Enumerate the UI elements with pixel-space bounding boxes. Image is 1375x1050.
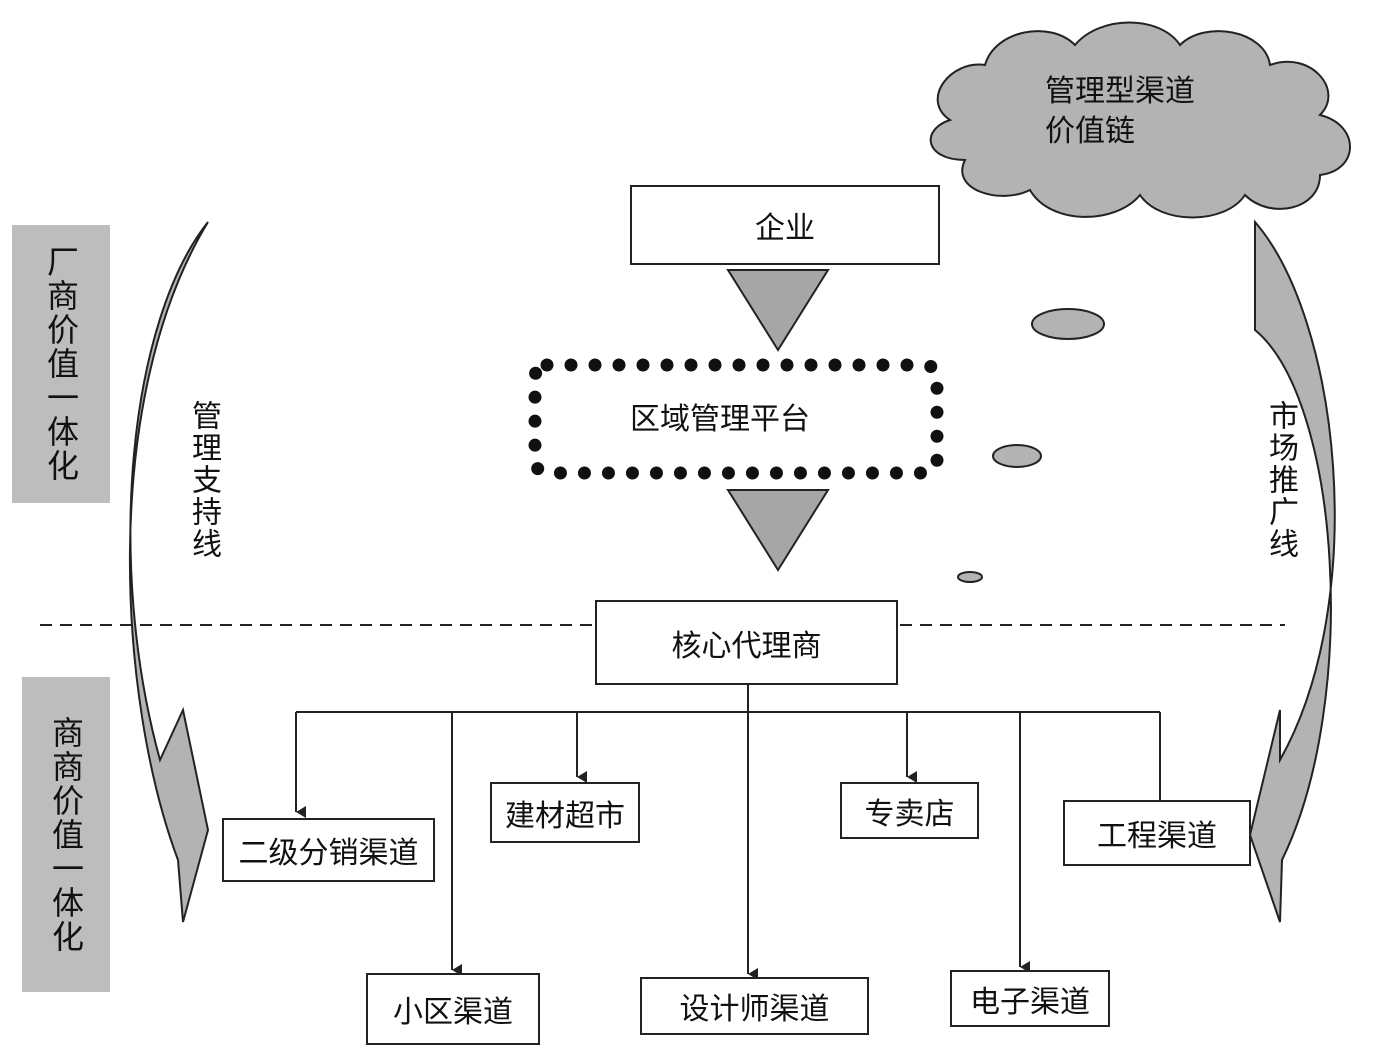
channel-secondary-box: 二级分销渠道: [222, 818, 435, 882]
market-promotion-label: 市场推广线: [1263, 400, 1298, 560]
distribution-lines: [295, 685, 1161, 980]
cloud-label: 管理型渠道 价值链: [1045, 72, 1195, 152]
left-curved-arrow: [128, 221, 210, 923]
enterprise-box: 企业: [630, 185, 940, 265]
channel-engineering-box: 工程渠道: [1063, 800, 1251, 866]
core-agent-box: 核心代理商: [595, 600, 898, 685]
triangle-top: [726, 269, 830, 352]
channel-engineering-label: 工程渠道: [1097, 819, 1217, 854]
channel-community-box: 小区渠道: [366, 973, 540, 1045]
channel-designer-box: 设计师渠道: [640, 977, 869, 1035]
channel-building-market-box: 建材超市: [490, 782, 640, 843]
bubble-large: [1031, 308, 1105, 340]
channel-specialty-store-label: 专卖店: [864, 796, 955, 832]
management-support-label: 管理支持线: [186, 400, 221, 560]
triangle-bottom: [726, 489, 830, 572]
channel-community-label: 小区渠道: [393, 995, 513, 1030]
cloud-label-line-2: 价值链: [1045, 114, 1135, 149]
enterprise-label: 企业: [755, 211, 815, 246]
channel-specialty-store-box: 专卖店: [840, 782, 979, 839]
bubble-medium: [992, 444, 1042, 468]
channel-designer-label: 设计师渠道: [679, 992, 830, 1027]
sidebar-manufacturer-text: 厂商价值一体化: [42, 245, 80, 483]
sidebar-manufacturer-integration: 厂商价值一体化: [12, 225, 110, 503]
right-curved-arrow: [1248, 219, 1336, 923]
channel-building-market-label: 建材超市: [505, 798, 625, 834]
cloud-label-line-1: 管理型渠道: [1045, 74, 1195, 109]
channel-secondary-label: 二级分销渠道: [238, 836, 419, 871]
cloud-shape: [929, 21, 1351, 219]
sidebar-dealer-text: 商商价值一体化: [47, 715, 85, 954]
platform-label: 区域管理平台: [630, 402, 810, 437]
core-agent-label: 核心代理商: [671, 628, 822, 664]
market-promotion-text: 市场推广线: [1263, 400, 1298, 560]
sidebar-dealer-integration: 商商价值一体化: [22, 677, 110, 992]
channel-electronic-label: 电子渠道: [970, 984, 1090, 1020]
platform-dotted-frame: [528, 358, 944, 480]
bubble-small: [957, 571, 983, 583]
channel-electronic-box: 电子渠道: [950, 970, 1110, 1027]
management-support-text: 管理支持线: [186, 400, 221, 560]
